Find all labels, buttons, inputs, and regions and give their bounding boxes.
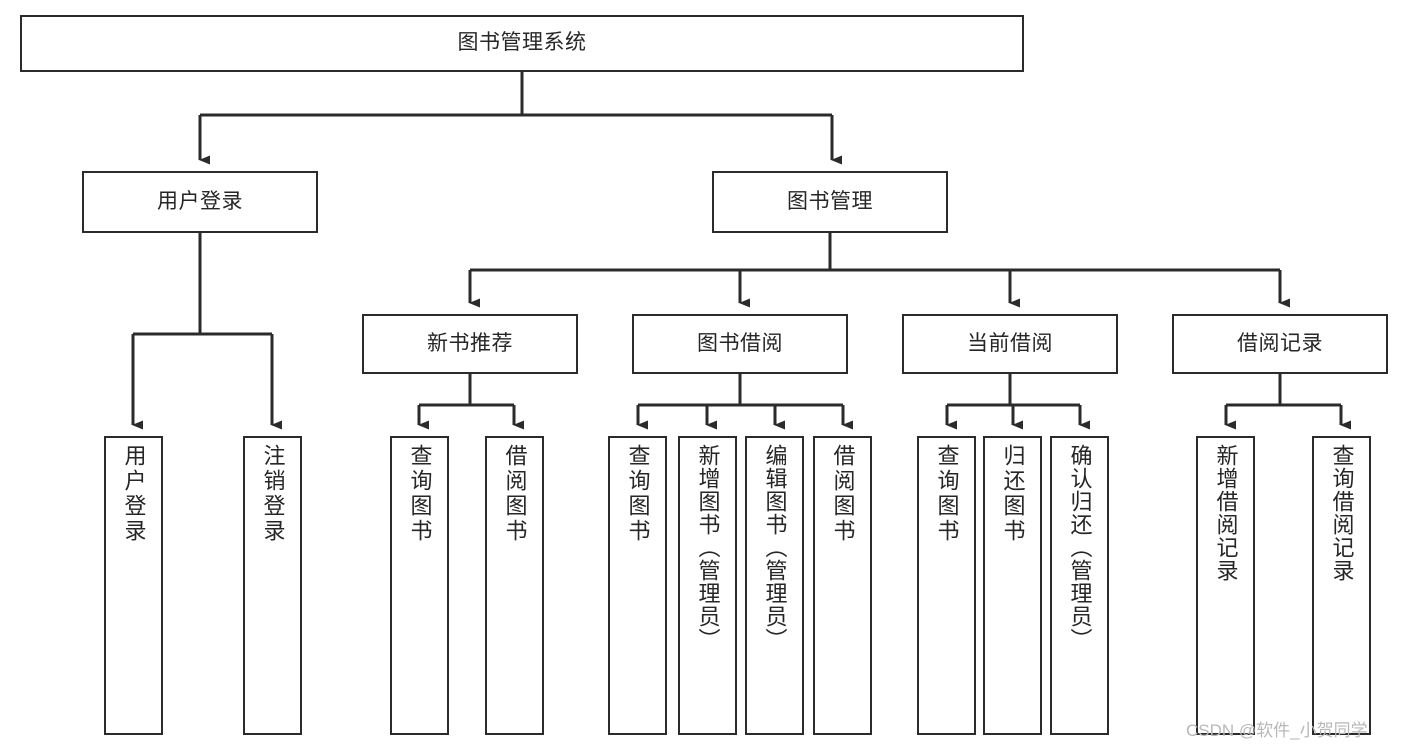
leaf-edit-book-admin-label: 编辑图书（管理员）: [762, 444, 788, 651]
leaf-logout-label: 注销登录: [260, 444, 286, 544]
leaf-borrow-book[interactable]: 借阅图书: [813, 436, 872, 735]
leaf-query-book-current-label: 查询图书: [934, 444, 960, 544]
leaf-add-borrow-record-label: 新增借阅记录: [1213, 444, 1239, 582]
leaf-return-book-label: 归还图书: [1000, 444, 1026, 544]
node-book-borrow[interactable]: 图书借阅: [632, 314, 848, 374]
node-book-management-label: 图书管理: [787, 189, 873, 213]
node-borrow-record[interactable]: 借阅记录: [1172, 314, 1388, 374]
leaf-add-book-admin[interactable]: 新增图书（管理员）: [678, 436, 737, 735]
leaf-query-borrow-record[interactable]: 查询借阅记录: [1312, 436, 1371, 735]
node-current-borrow-label: 当前借阅: [967, 331, 1053, 355]
leaf-add-book-admin-label: 新增图书（管理员）: [695, 444, 721, 651]
leaf-borrow-book-recommend-label: 借阅图书: [502, 444, 528, 544]
leaf-logout[interactable]: 注销登录: [243, 436, 302, 735]
leaf-add-borrow-record[interactable]: 新增借阅记录: [1196, 436, 1255, 735]
node-book-management[interactable]: 图书管理: [712, 171, 948, 233]
leaf-query-borrow-record-label: 查询借阅记录: [1329, 444, 1355, 582]
watermark: CSDN @软件_小贺同学: [1186, 721, 1368, 740]
node-user-login-label: 用户登录: [157, 189, 243, 213]
node-current-borrow[interactable]: 当前借阅: [902, 314, 1118, 374]
node-new-book-recommend-label: 新书推荐: [427, 331, 513, 355]
leaf-user-login-label: 用户登录: [121, 444, 147, 544]
node-user-login[interactable]: 用户登录: [82, 171, 318, 233]
node-new-book-recommend[interactable]: 新书推荐: [362, 314, 578, 374]
node-root[interactable]: 图书管理系统: [20, 15, 1024, 72]
node-root-label: 图书管理系统: [457, 31, 587, 55]
leaf-borrow-book-recommend[interactable]: 借阅图书: [485, 436, 544, 735]
leaf-query-book-current[interactable]: 查询图书: [917, 436, 976, 735]
leaf-edit-book-admin[interactable]: 编辑图书（管理员）: [745, 436, 804, 735]
node-book-borrow-label: 图书借阅: [697, 331, 783, 355]
leaf-return-book[interactable]: 归还图书: [983, 436, 1042, 735]
leaf-borrow-book-label: 借阅图书: [830, 444, 856, 544]
leaf-query-book-borrow-label: 查询图书: [625, 444, 651, 544]
leaf-query-book-recommend-label: 查询图书: [407, 444, 433, 544]
leaf-user-login[interactable]: 用户登录: [104, 436, 163, 735]
leaf-confirm-return-admin[interactable]: 确认归还（管理员）: [1050, 436, 1109, 735]
leaf-query-book-recommend[interactable]: 查询图书: [390, 436, 449, 735]
leaf-query-book-borrow[interactable]: 查询图书: [608, 436, 667, 735]
node-borrow-record-label: 借阅记录: [1237, 331, 1323, 355]
leaf-confirm-return-admin-label: 确认归还（管理员）: [1067, 444, 1093, 651]
